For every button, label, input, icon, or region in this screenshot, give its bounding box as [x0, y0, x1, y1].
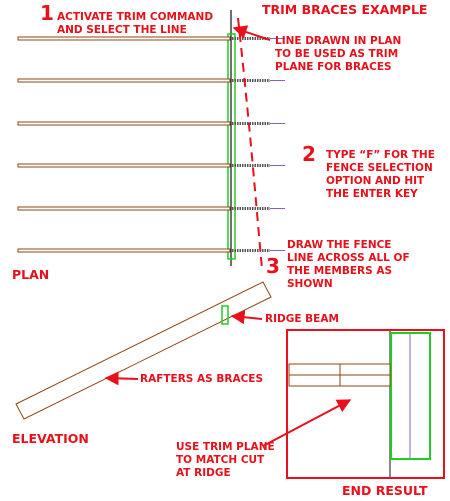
plan-ridge-beam[interactable] [227, 33, 236, 260]
plan-rafter[interactable] [17, 163, 285, 168]
plan-label: PLAN [12, 267, 50, 282]
plan-view [17, 10, 285, 270]
end-result-view [262, 329, 445, 479]
plan-rafter[interactable] [17, 248, 285, 253]
end-result-ridge [390, 332, 431, 460]
step-2-text: TYPE “F” FOR THE FENCE SELECTION OPTION … [326, 149, 435, 200]
trim-plane-ridge-callout: USE TRIM PLANE TO MATCH CUT AT RIDGE [176, 441, 275, 479]
ridge-beam-callout: RIDGE BEAM [265, 313, 339, 325]
trim-plane-ridge-leader [262, 399, 352, 447]
rafters-callout: RAFTERS AS BRACES [140, 373, 264, 385]
rafters-leader [104, 371, 139, 386]
elevation-ridge-beam[interactable] [221, 305, 229, 325]
ridge-beam-leader [230, 310, 263, 325]
elevation-label: ELEVATION [12, 431, 89, 446]
plan-rafter[interactable] [17, 121, 285, 126]
page-title: TRIM BRACES EXAMPLE [262, 2, 428, 17]
plan-rafter[interactable] [17, 206, 285, 211]
elevation-rafter[interactable] [15, 281, 272, 420]
trim-plane-leader [232, 25, 271, 41]
trim-plane-callout: LINE DRAWN IN PLAN TO BE USED AS TRIM PL… [275, 35, 402, 73]
elevation-view [15, 281, 272, 420]
fence-line[interactable] [237, 17, 263, 270]
end-result-label: END RESULT [342, 483, 428, 498]
step-1-number: 1 [40, 1, 54, 25]
step-3-number: 3 [266, 254, 280, 278]
plan-rafter[interactable] [17, 36, 285, 41]
end-result-frame [286, 329, 445, 479]
step-2-number: 2 [302, 142, 316, 166]
step-3-text: DRAW THE FENCE LINE ACROSS ALL OF THE ME… [287, 239, 410, 290]
step-1-text: ACTIVATE TRIM COMMAND AND SELECT THE LIN… [57, 11, 214, 36]
plan-rafter[interactable] [17, 78, 285, 83]
